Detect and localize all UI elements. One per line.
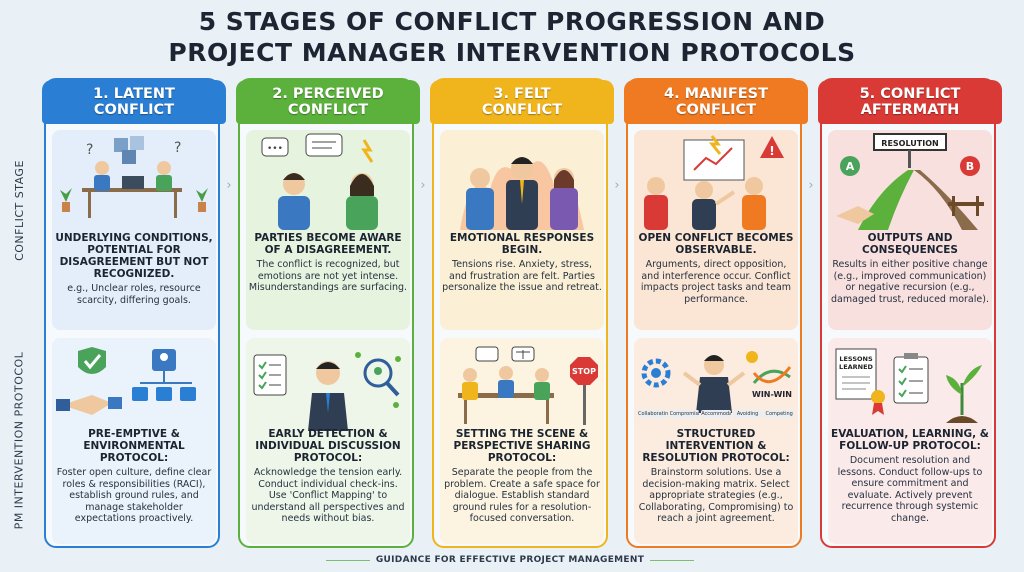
strategy-options: Collaborating Compromising Accommodating…	[638, 410, 794, 418]
stage-description-1: e.g., Unclear roles, resource scarcity, …	[67, 283, 201, 306]
footer-banner: GUIDANCE FOR EFFECTIVE PROJECT MANAGEMEN…	[320, 552, 700, 568]
svg-text:?: ?	[86, 142, 93, 158]
strategy-avoiding: Avoiding	[732, 410, 763, 418]
protocol-description-3: Separate the people from the problem. Cr…	[444, 467, 600, 524]
stage-pane-2: ••• PARTIES BECOME AWARE OF A DISAGREEME…	[246, 130, 410, 330]
stage-header-5: 5. CONFLICT AFTERMATH	[818, 80, 1002, 124]
handshake-shield-illustration	[56, 347, 196, 415]
arrow-icon: ›	[420, 178, 426, 193]
protocol-pane-1: PRE-EMPTIVE & ENVIRONMENTAL PROTOCOL: Fo…	[52, 338, 216, 544]
perceived-conflict-illustration: •••	[261, 133, 378, 230]
path-a-label: A	[846, 160, 855, 173]
stage-heading-5: OUTPUTS AND CONSEQUENCES	[861, 232, 958, 256]
svg-text:?: ?	[174, 140, 181, 156]
stage-heading-1: UNDERLYING CONDITIONS, POTENTIAL FOR DIS…	[55, 232, 213, 280]
aftermath-illustration: RESOLUTION A B	[836, 133, 984, 230]
lessons-label-2: LEARNED	[839, 363, 873, 371]
arrow-icon: ›	[808, 178, 814, 193]
manifest-conflict-illustration: !	[644, 135, 784, 230]
protocol-description-5: Document resolution and lessons. Conduct…	[837, 455, 983, 524]
strategy-competing: Competing	[764, 410, 794, 418]
stage-description-2: The conflict is recognized, but emotions…	[248, 259, 408, 293]
protocol-heading-1: PRE-EMPTIVE & ENVIRONMENTAL PROTOCOL:	[83, 428, 185, 464]
footer-label: GUIDANCE FOR EFFECTIVE PROJECT MANAGEMEN…	[375, 555, 645, 565]
latent-conflict-illustration: ? ?	[60, 136, 208, 218]
stage-header-4: 4. MANIFEST CONFLICT	[624, 80, 808, 124]
path-b-label: B	[966, 160, 974, 173]
protocol-description-4: Brainstorm solutions. Use a decision-mak…	[638, 467, 794, 524]
structured-intervention-illustration	[641, 351, 792, 413]
stage-heading-4: OPEN CONFLICT BECOMES OBSERVABLE.	[638, 232, 794, 256]
stage-pane-1: ? ? UNDERLYING CONDITIONS, POTENTIAL FOR…	[52, 130, 216, 330]
stage-header-2: 2. PERCEIVED CONFLICT	[236, 80, 420, 124]
protocol-heading-3: SETTING THE SCENE & PERSPECTIVE SHARING …	[453, 428, 591, 464]
stage-column-1: 1. LATENT CONFLICT ? ? UNDERLYING CONDIT…	[42, 78, 226, 548]
protocol-description-1: Foster open culture, define clear roles …	[56, 467, 212, 524]
svg-text:!: !	[769, 144, 774, 158]
stage-columns: 1. LATENT CONFLICT ? ? UNDERLYING CONDIT…	[40, 78, 1016, 556]
stage-description-4: Arguments, direct opposition, and interf…	[640, 259, 792, 305]
stage-pane-5: RESOLUTION A B OUTPUTS AND CONSEQUENCES …	[828, 130, 992, 330]
protocol-pane-2: EARLY DETECTION & INDIVIDUAL DISCUSSION …	[246, 338, 410, 544]
protocol-pane-3: STOP SETTING THE SCENE & PERSPECTIVE SHA…	[440, 338, 604, 544]
title-line-1: 5 STAGES OF CONFLICT PROGRESSION AND	[198, 7, 826, 36]
lessons-learned-illustration: LESSONS LEARNED	[835, 348, 982, 423]
protocol-description-2: Acknowledge the tension early. Conduct i…	[251, 467, 405, 524]
stage-heading-3: EMOTIONAL RESPONSES BEGIN.	[449, 232, 595, 256]
meeting-table-illustration: STOP	[458, 346, 598, 425]
resolution-sign-label: RESOLUTION	[881, 139, 938, 148]
early-detection-illustration	[253, 352, 401, 431]
arrow-icon: ›	[614, 178, 620, 193]
page-title: 5 STAGES OF CONFLICT PROGRESSION AND PRO…	[0, 6, 1024, 68]
felt-conflict-illustration	[460, 157, 584, 230]
stage-pane-4: ! OPEN CONFLICT BECOMES OBSERVABLE. Argu…	[634, 130, 798, 330]
stop-sign-label: STOP	[572, 367, 596, 376]
stage-heading-2: PARTIES BECOME AWARE OF A DISAGREEMENT.	[254, 232, 402, 256]
stage-column-4: 4. MANIFEST CONFLICT ! OPEN CONFLICT BEC…	[624, 78, 808, 548]
side-label-stage: CONFLICT STAGE	[12, 159, 26, 261]
stage-description-3: Tensions rise. Anxiety, stress, and frus…	[442, 259, 602, 293]
title-line-2: PROJECT MANAGER INTERVENTION PROTOCOLS	[168, 38, 856, 67]
arrow-icon: ›	[226, 178, 232, 193]
strategy-accommodating: Accommodating	[701, 410, 731, 418]
stage-header-1: 1. LATENT CONFLICT	[42, 80, 226, 124]
protocol-heading-4: STRUCTURED INTERVENTION & RESOLUTION PRO…	[642, 428, 790, 464]
stage-column-5: 5. CONFLICT AFTERMATH RESOLUTION A B OUT…	[818, 78, 1002, 548]
protocol-pane-4: WIN-WIN Collaborating Compromising Accom…	[634, 338, 798, 544]
win-win-label: WIN-WIN	[752, 390, 792, 399]
stage-description-5: Results in either positive change (e.g.,…	[831, 259, 989, 305]
lessons-label-1: LESSONS	[839, 355, 873, 363]
stage-header-3: 3. FELT CONFLICT	[430, 80, 614, 124]
svg-text:•••: •••	[267, 144, 283, 154]
protocol-heading-2: EARLY DETECTION & INDIVIDUAL DISCUSSION …	[255, 428, 401, 464]
stage-column-3: 3. FELT CONFLICT EMOTIONAL RESPONSES BEG…	[430, 78, 614, 548]
strategy-compromising: Compromising	[669, 410, 700, 418]
strategy-collaborating: Collaborating	[638, 410, 668, 418]
stage-column-2: 2. PERCEIVED CONFLICT ••• PARTIES BECOME…	[236, 78, 420, 548]
protocol-pane-5: LESSONS LEARNED EVALUATION, LEARNING, & …	[828, 338, 992, 544]
stage-pane-3: EMOTIONAL RESPONSES BEGIN. Tensions rise…	[440, 130, 604, 330]
side-label-protocol: PM INTERVENTION PROTOCOL	[12, 351, 26, 529]
protocol-heading-5: EVALUATION, LEARNING, & FOLLOW-UP PROTOC…	[831, 428, 989, 452]
